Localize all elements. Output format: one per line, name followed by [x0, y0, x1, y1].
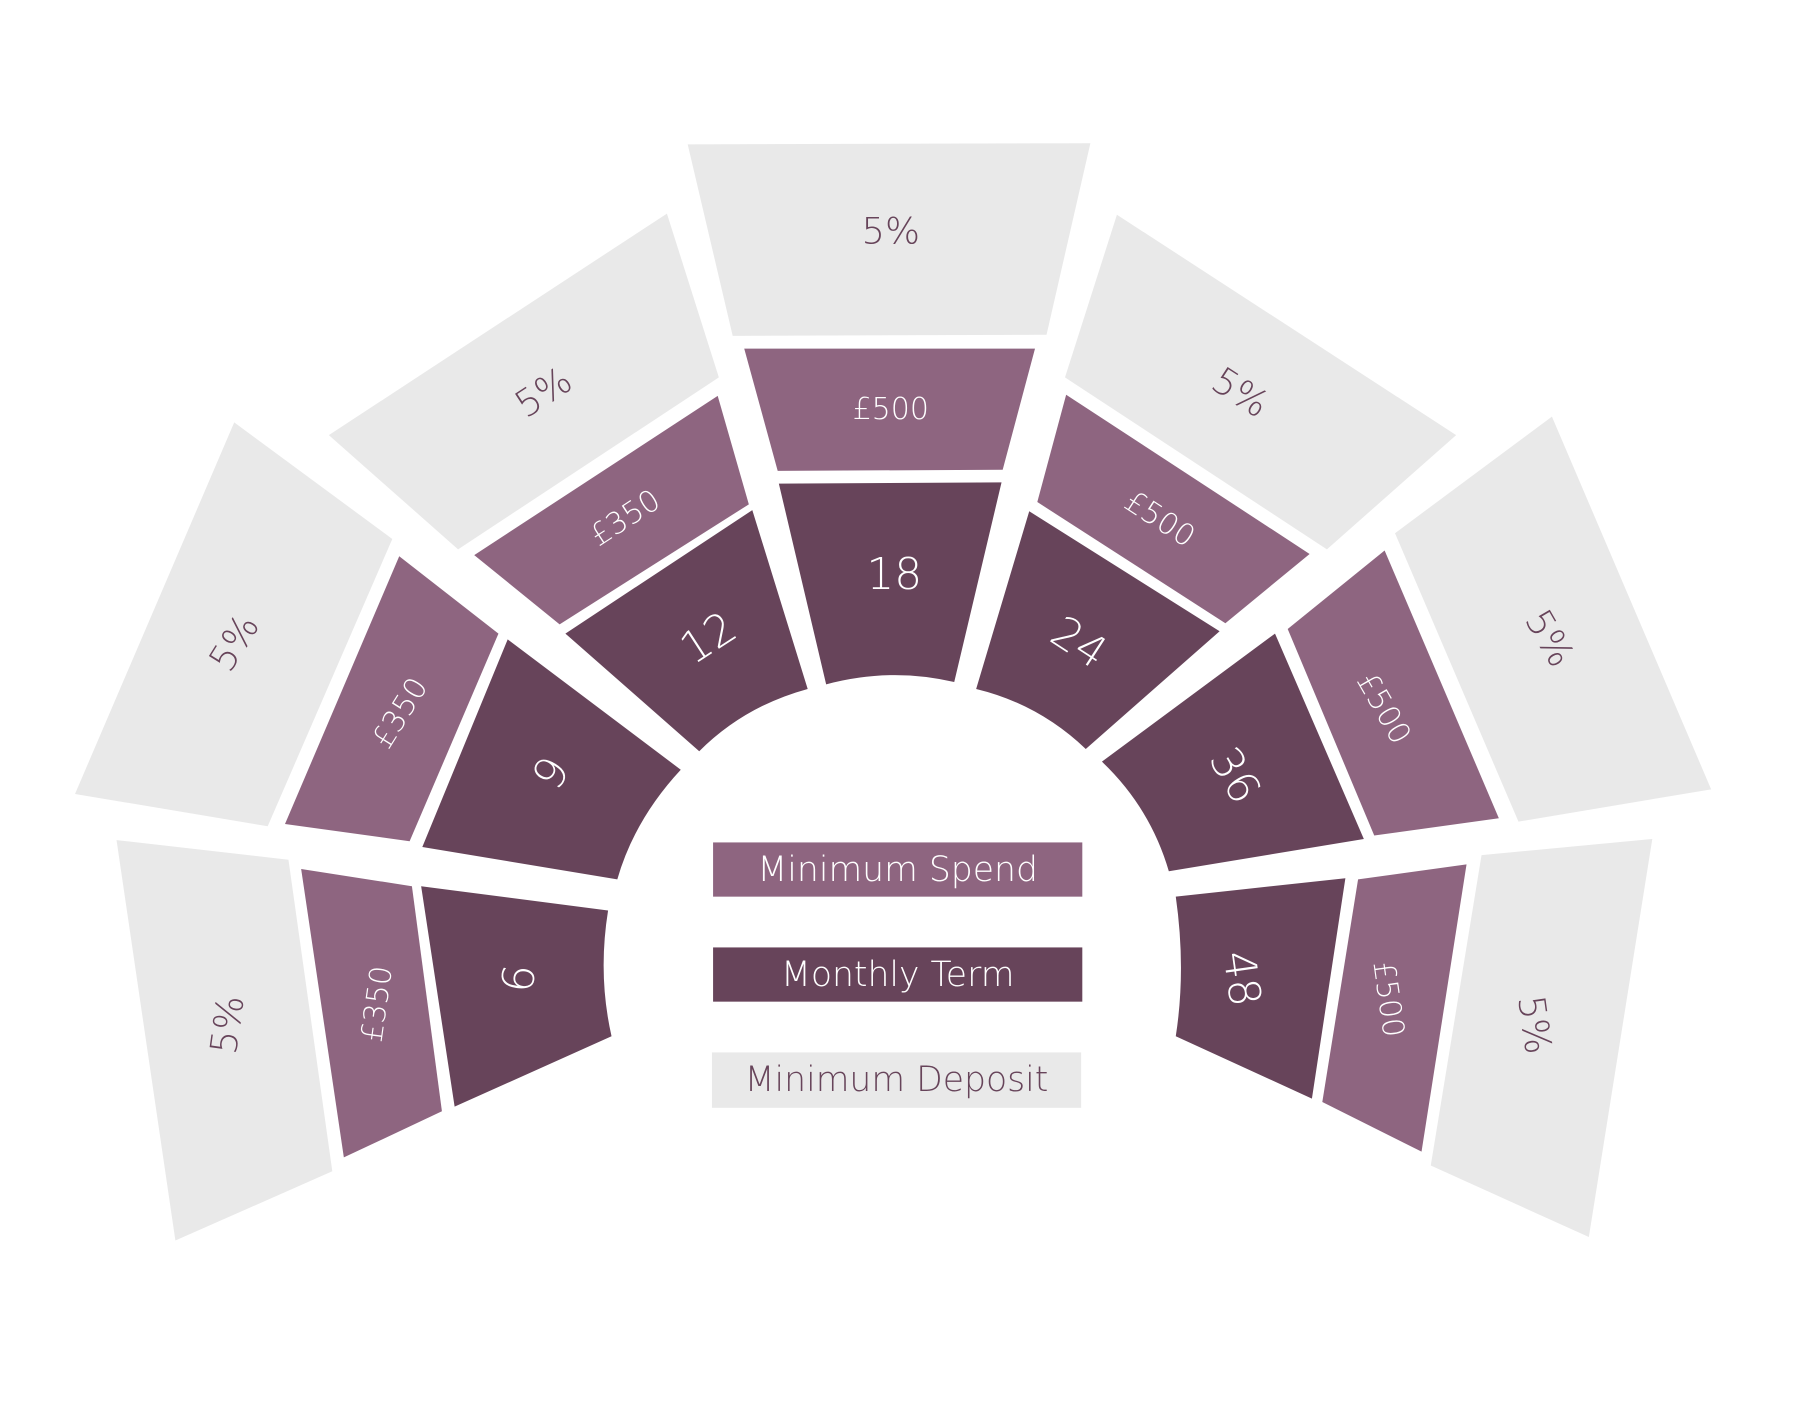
spend-segment [744, 348, 1035, 471]
spend-segment [285, 556, 499, 842]
term-segment [1175, 878, 1346, 1099]
deposit-segment [116, 840, 333, 1241]
spend-segment [301, 868, 442, 1158]
deposit-segment [75, 422, 393, 827]
term-segment [778, 482, 1002, 685]
term-segment [421, 886, 612, 1107]
legend: Minimum Spend Monthly Term Minimum Depos… [711, 842, 1083, 1108]
legend-swatch-deposit [711, 1052, 1082, 1108]
deposit-segment [1065, 214, 1457, 550]
spend-segment [1287, 550, 1499, 836]
spend-segment [1322, 864, 1467, 1152]
term-segment [976, 511, 1220, 749]
spend-segment [474, 395, 749, 625]
deposit-label: 5% [1509, 993, 1560, 1057]
spend-label: £500 [853, 392, 929, 427]
legend-swatch-term [713, 947, 1083, 1002]
term-label: 18 [866, 549, 922, 600]
deposit-label: 5% [202, 993, 253, 1057]
spend-segment [1037, 394, 1310, 624]
legend-swatch-spend [713, 842, 1083, 897]
deposit-segment [1395, 416, 1712, 822]
deposit-segment [1430, 838, 1653, 1238]
legend-label-term: Monthly Term [781, 955, 1014, 995]
deposit-segment [687, 143, 1091, 336]
term-segment [422, 639, 681, 880]
term-segment [565, 510, 808, 752]
term-segment [1101, 633, 1364, 872]
legend-label-deposit: Minimum Deposit [745, 1060, 1049, 1100]
term-label: 48 [1212, 947, 1270, 1009]
legend-label-spend: Minimum Spend [757, 850, 1038, 890]
deposit-label: 5% [861, 209, 920, 252]
deposit-segment [328, 213, 719, 550]
